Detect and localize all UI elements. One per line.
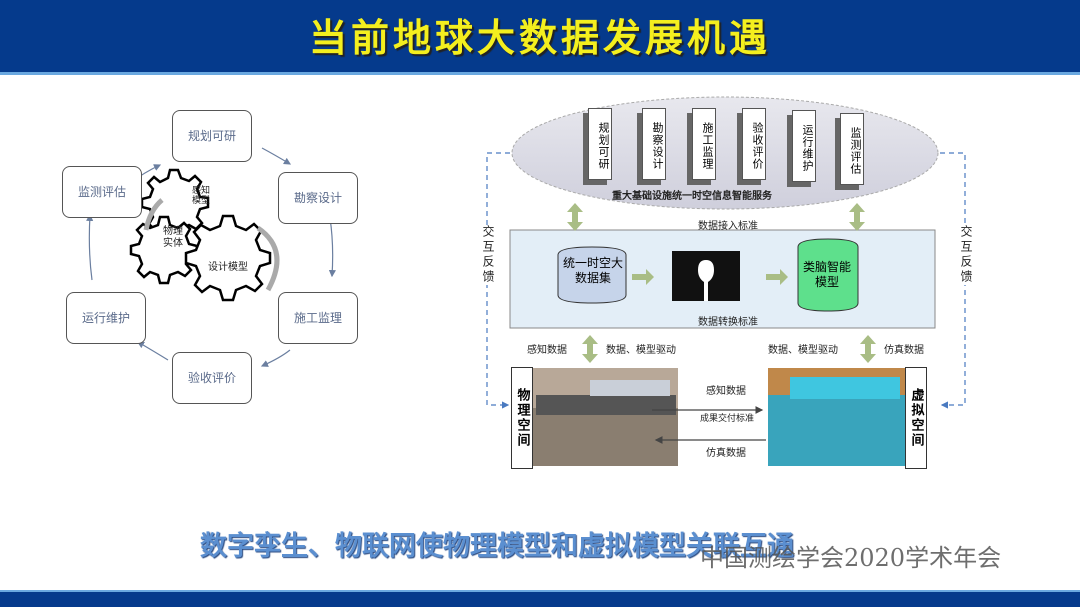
conversion-standard-label: 数据转换标准 (698, 317, 758, 328)
access-standard-label: 数据接入标准 (698, 221, 758, 232)
pillar-operation: 运行维护 (792, 110, 816, 182)
framework-graphics (486, 96, 966, 466)
pillar-construction: 施工监理 (692, 108, 716, 180)
stage-survey-design: 勘察设计 (278, 172, 358, 224)
data-model-drive-left: 数据、模型驱动 (606, 345, 676, 356)
watermark: 中国测绘学会2020学术年会 (700, 544, 1002, 572)
stage-acceptance: 验收评价 (172, 352, 252, 404)
feedback-right-label: 交互反馈 (958, 225, 975, 285)
slide-caption: 数字孪生、物联网使物理模型和虚拟模型关联互通 (200, 531, 794, 562)
stage-monitoring: 监测评估 (62, 166, 142, 218)
delivery-standard-label: 成果交付标准 (700, 414, 755, 424)
stage-planning: 规划可研 (172, 110, 252, 162)
feedback-left-label: 交互反馈 (480, 225, 497, 285)
gear-design-model: 设计模型 (208, 262, 248, 273)
perception-data-label: 感知数据 (527, 345, 567, 356)
header-bar (0, 0, 1080, 75)
brain-model-label: 类脑智能模型 (802, 260, 851, 289)
dataset-label: 统一时空大数据集 (562, 256, 623, 285)
service-label: 重大基础设施统一时空信息智能服务 (612, 191, 772, 202)
data-model-drive-right: 数据、模型驱动 (768, 345, 838, 356)
stage-construction: 施工监理 (278, 292, 358, 344)
slide-title: 当前地球大数据发展机遇 (308, 15, 771, 60)
physical-space-label: 物理空间 (511, 367, 533, 469)
pillar-acceptance: 验收评价 (742, 108, 766, 180)
pillar-monitoring: 监测评估 (840, 113, 864, 185)
gear-perception-model: 感知模型 (192, 186, 211, 206)
mid-simulation-data: 仿真数据 (706, 448, 746, 459)
simulation-data-label: 仿真数据 (884, 345, 924, 356)
pillar-survey: 勘察设计 (642, 108, 666, 180)
gear-physical-entity: 物理实体 (163, 226, 183, 249)
cycle-arrows (86, 147, 336, 367)
pillar-planning: 规划可研 (588, 108, 612, 180)
gear-icons (129, 168, 272, 302)
virtual-space-label: 虚拟空间 (905, 367, 927, 469)
footer-bar (0, 590, 1080, 607)
stage-operation: 运行维护 (66, 292, 146, 344)
mid-perception-data: 感知数据 (706, 386, 746, 397)
